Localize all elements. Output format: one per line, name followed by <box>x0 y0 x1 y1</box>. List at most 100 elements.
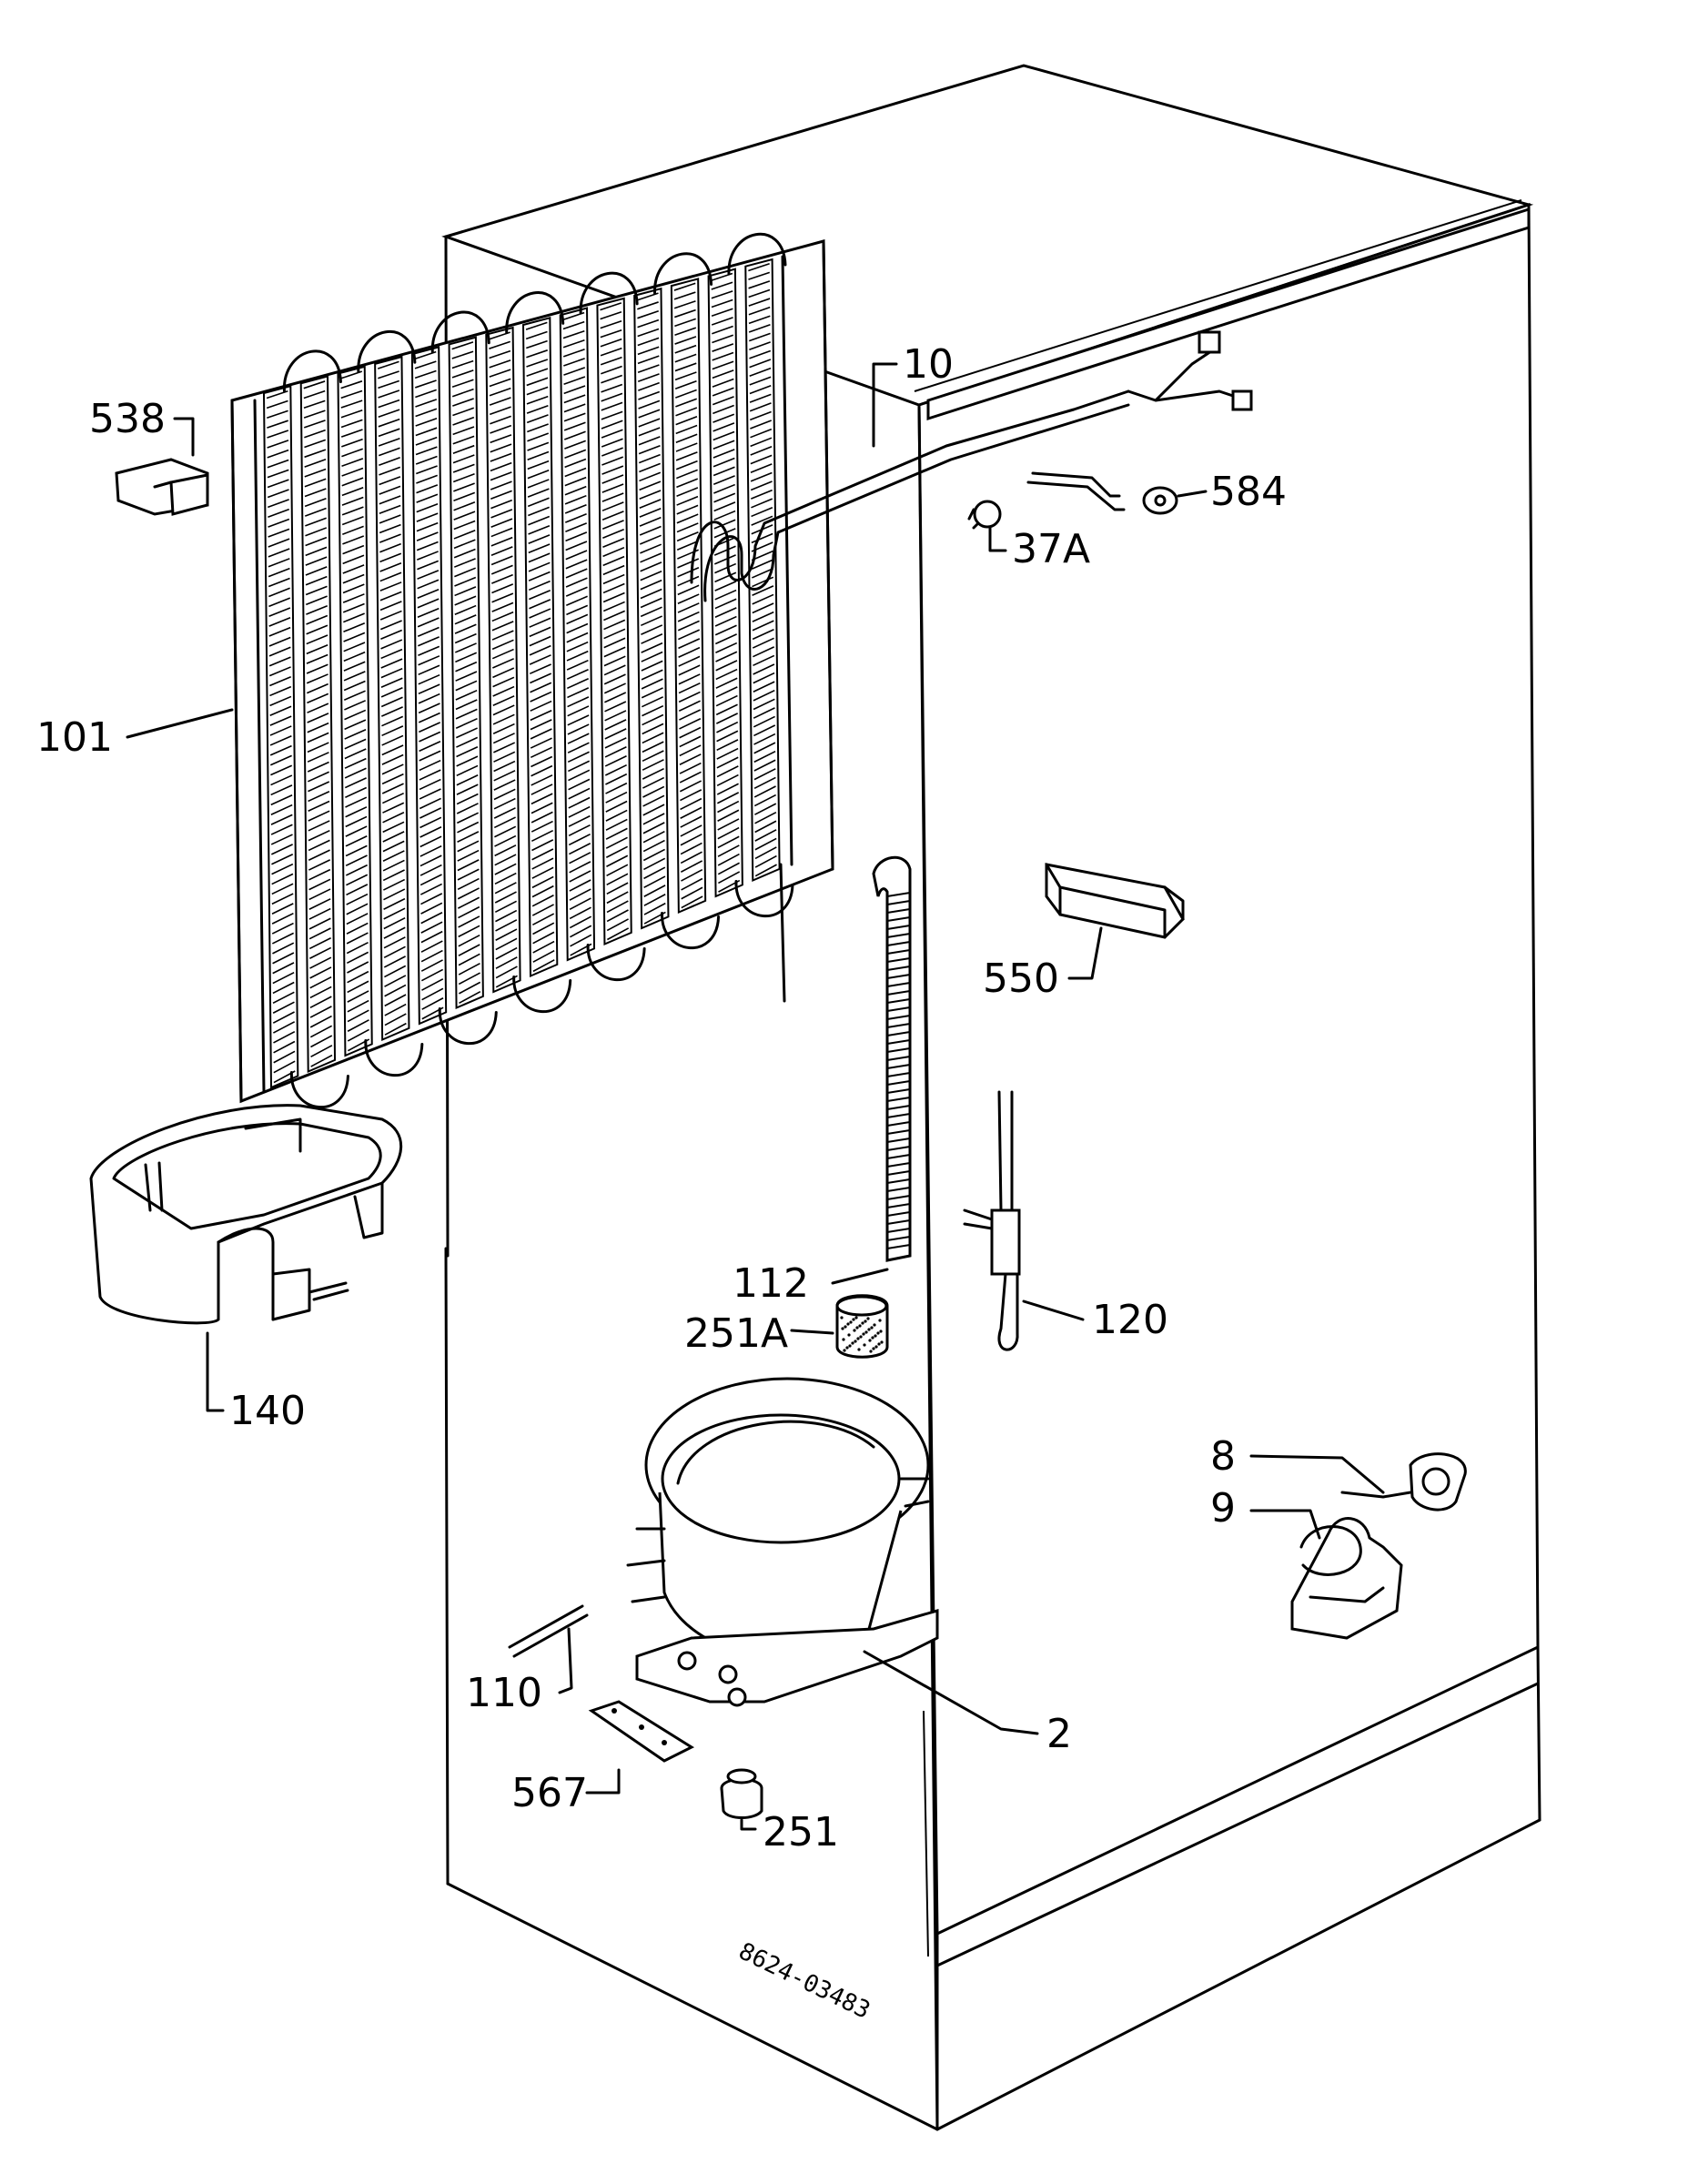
fin-hatch <box>308 820 330 832</box>
fin-hatch <box>490 499 513 510</box>
fin-hatch <box>489 369 511 378</box>
fin-hatch <box>306 614 328 625</box>
sleeve-dot <box>866 1317 870 1320</box>
drawing-code: 8624-03483 <box>734 1937 874 2025</box>
fin-hatch <box>563 394 586 404</box>
fin-hatch <box>566 622 589 634</box>
fin-hatch <box>749 393 772 403</box>
fin-hatch <box>531 866 554 879</box>
fin-hatch <box>380 629 403 640</box>
fin-hatch <box>716 730 739 743</box>
fin-hatch <box>492 704 515 716</box>
fin-hatch <box>602 555 625 567</box>
fin-hatch <box>642 750 664 763</box>
fin-hatch <box>378 437 400 447</box>
fin-hatch <box>309 1025 333 1038</box>
thermostat-8 <box>1340 1452 1467 1512</box>
fin-hatch <box>418 664 440 676</box>
fin-hatch <box>457 849 480 862</box>
fin-hatch <box>717 809 740 822</box>
callout-112: 112 <box>733 1260 809 1307</box>
fin-hatch <box>417 617 440 628</box>
fin-hatch <box>753 663 775 675</box>
fin-hatch <box>641 651 663 662</box>
fin-hatch <box>715 677 738 689</box>
fin-hatch <box>754 846 777 860</box>
fin-hatch <box>306 663 328 674</box>
fin-hatch <box>308 771 329 783</box>
fin-hatch <box>567 742 590 753</box>
fin-hatch <box>452 398 474 407</box>
sleeve-dot <box>861 1321 864 1325</box>
fin-hatch <box>604 737 627 749</box>
fin-hatch <box>569 870 591 883</box>
fin-hatch <box>304 468 327 478</box>
fin-hatch <box>343 690 366 701</box>
fin-hatch <box>567 705 590 717</box>
fin-hatch <box>340 389 363 399</box>
fin-hatch <box>605 773 628 785</box>
fin-hatch <box>675 407 698 417</box>
fin-hatch <box>750 480 773 491</box>
sleeve-dot <box>862 1332 865 1336</box>
fin-hatch <box>530 672 552 684</box>
fin-hatch <box>680 824 702 837</box>
fin-hatch <box>455 717 478 729</box>
fin-hatch <box>419 874 442 886</box>
tube-ring <box>886 1121 911 1127</box>
fin-hatch <box>343 642 366 652</box>
fin-hatch <box>307 722 329 733</box>
fin-hatch <box>754 811 777 824</box>
sleeve-dot <box>845 1346 849 1350</box>
fin-hatch <box>415 389 437 399</box>
fin-hatch <box>600 356 622 366</box>
fin-hatch <box>307 693 329 704</box>
fin-hatch <box>416 512 439 522</box>
fin-hatch <box>753 794 776 807</box>
fin-hatch <box>528 552 551 563</box>
fin-hatch <box>379 620 402 631</box>
fin-hatch <box>419 750 441 762</box>
fin-hatch <box>528 534 551 544</box>
fin-hatch <box>638 381 660 391</box>
fin-hatch <box>457 821 480 834</box>
fin-hatch <box>489 378 511 388</box>
fin-hatch <box>750 471 773 482</box>
fin-hatch <box>639 525 662 536</box>
fin-hatch <box>532 913 555 925</box>
fin-hatch <box>384 975 407 987</box>
fin-hatch <box>346 903 369 915</box>
fin-hatch <box>600 338 622 348</box>
fin-hatch <box>340 419 363 429</box>
fin-hatch <box>641 678 663 690</box>
tube-bend-bottom <box>364 1039 424 1077</box>
fin-hatch <box>453 501 476 511</box>
fin-hatch <box>753 689 775 702</box>
fin-hatch <box>421 987 444 1001</box>
fin-hatch <box>382 831 405 843</box>
fin-hatch <box>271 863 294 875</box>
fin-hatch <box>305 536 328 547</box>
fin-hatch <box>454 586 477 597</box>
fin-hatch <box>748 263 770 272</box>
fin-hatch <box>271 873 294 885</box>
fin-hatch <box>342 535 365 545</box>
fin-hatch <box>378 389 400 399</box>
fin-column <box>410 346 448 1026</box>
tube-ring <box>886 1244 911 1249</box>
fin-hatch <box>345 815 368 828</box>
fin-hatch <box>345 786 368 799</box>
fin-hatch <box>675 389 697 399</box>
fin-hatch <box>416 493 439 503</box>
fin-hatch <box>414 379 437 389</box>
fin-hatch <box>308 849 330 861</box>
fin-hatch <box>748 280 771 289</box>
fin-hatch <box>417 560 440 571</box>
sleeve-dot <box>863 1343 866 1347</box>
fin-hatch <box>344 777 367 789</box>
fin-hatch <box>379 561 402 572</box>
fin-hatch <box>753 785 776 798</box>
fin-hatch <box>340 409 363 419</box>
fin-hatch <box>269 735 292 746</box>
fin-hatch <box>531 793 553 805</box>
